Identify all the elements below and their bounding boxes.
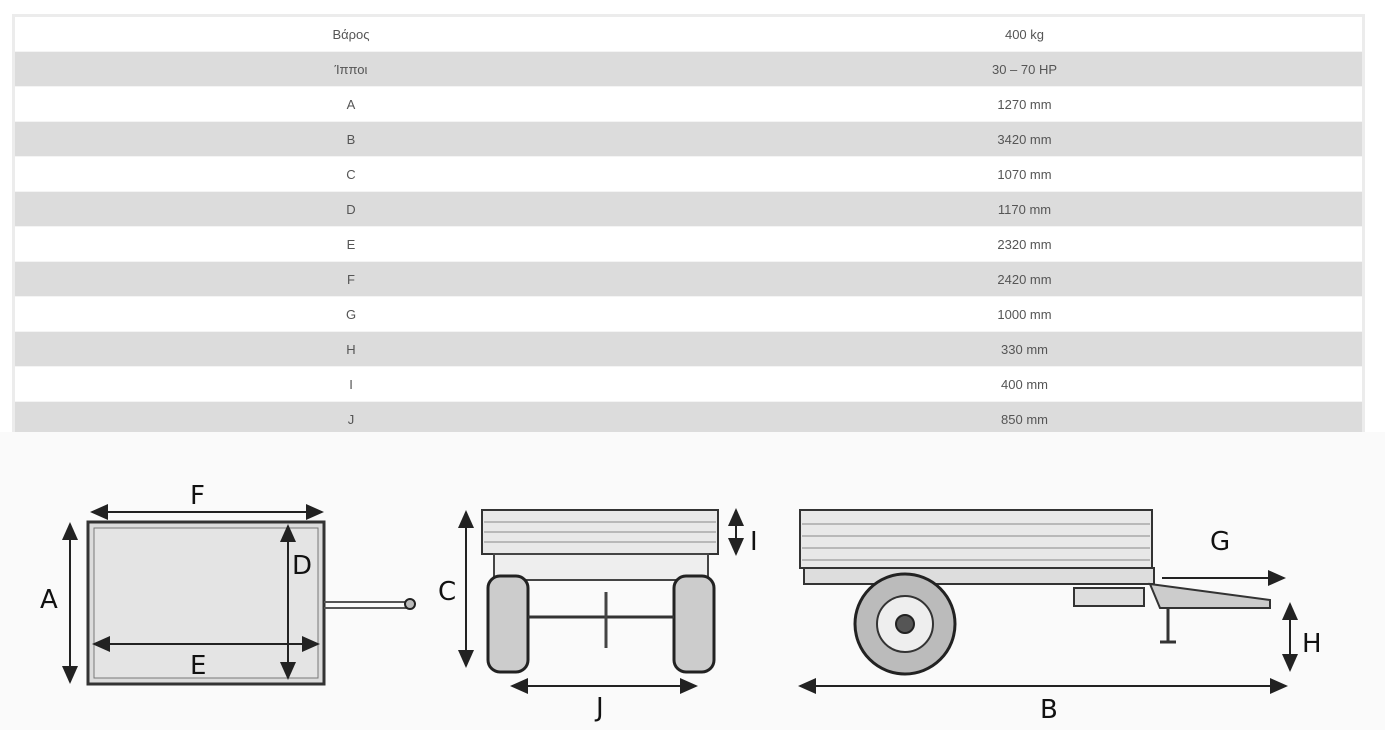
spec-value: 400 kg	[687, 15, 1364, 52]
spec-value: 1070 mm	[687, 156, 1364, 192]
spec-label: C	[13, 156, 687, 192]
spec-value: 1170 mm	[687, 191, 1364, 227]
spec-label: F	[13, 261, 687, 297]
side-view: G H B	[798, 509, 1322, 725]
rear-view: C I J	[438, 508, 758, 723]
spec-label: G	[13, 296, 687, 332]
spec-value: 2320 mm	[687, 226, 1364, 262]
label-E: E	[190, 651, 206, 681]
spec-value: 30 – 70 HP	[687, 51, 1364, 87]
trailer-dimension-diagram: F A D E C I J G H B	[0, 432, 1385, 730]
spec-value: 330 mm	[687, 331, 1364, 367]
spec-label: D	[13, 191, 687, 227]
label-F: F	[190, 481, 205, 511]
spec-value: 1270 mm	[687, 86, 1364, 122]
spec-label: H	[13, 331, 687, 367]
spec-label: A	[13, 86, 687, 122]
label-G: G	[1210, 527, 1230, 557]
label-A: A	[40, 585, 58, 615]
spec-label: J	[13, 401, 687, 438]
spec-value: 3420 mm	[687, 121, 1364, 157]
spec-label: Βάρος	[13, 15, 687, 52]
spec-value: 1000 mm	[687, 296, 1364, 332]
top-view: F A D E	[40, 481, 416, 686]
spec-label: Ίπποι	[13, 51, 687, 87]
label-D: D	[292, 551, 312, 581]
spec-value: 400 mm	[687, 366, 1364, 402]
spec-label: E	[13, 226, 687, 262]
label-I: I	[750, 527, 758, 557]
label-B: B	[1040, 695, 1058, 725]
label-J: J	[594, 693, 604, 723]
spec-value: 2420 mm	[687, 261, 1364, 297]
spec-label: I	[13, 366, 687, 402]
label-H: H	[1302, 629, 1322, 659]
label-C: C	[438, 577, 456, 607]
spec-value: 850 mm	[687, 401, 1364, 438]
spec-label: B	[13, 121, 687, 157]
